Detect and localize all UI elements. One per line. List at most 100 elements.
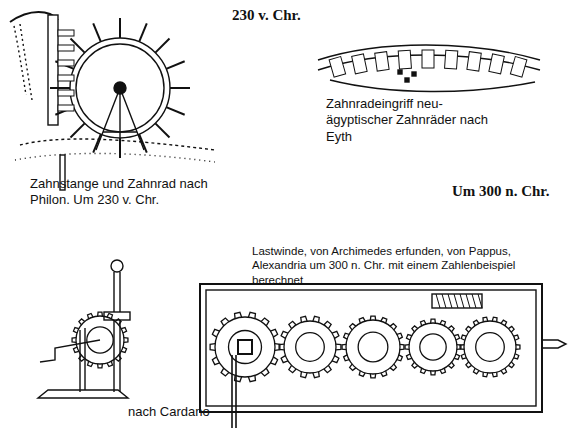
gear-tooth — [121, 347, 126, 352]
gear-tooth — [406, 354, 411, 359]
gear-tooth — [324, 321, 331, 328]
gear-tooth — [313, 316, 319, 322]
gear-tooth — [210, 344, 215, 351]
gear-tooth — [412, 362, 418, 368]
wheel-paddle — [166, 61, 184, 69]
rack-tooth — [58, 45, 74, 51]
worm-thread — [472, 294, 476, 308]
gear-tooth — [313, 372, 319, 378]
gear-tooth — [448, 362, 454, 368]
figure-caption: Zahnstange und Zahnrad nach Philon. Um 2… — [30, 176, 220, 209]
winch-gear — [279, 316, 341, 377]
wheel-paddle — [166, 107, 184, 115]
gear-tooth — [454, 354, 459, 359]
gear-tooth — [421, 320, 426, 325]
cardano-winch — [38, 260, 130, 398]
gear-tooth — [445, 50, 458, 69]
gear-tooth — [350, 324, 356, 330]
gear-tooth — [352, 54, 367, 74]
gear-tooth — [359, 371, 365, 377]
gear-tooth — [431, 319, 436, 323]
gear-tooth — [332, 356, 339, 363]
figure-caption: nach Cardano — [128, 404, 210, 420]
gear-tooth — [483, 372, 488, 377]
gear-tooth — [405, 345, 409, 350]
winch-gear — [460, 317, 520, 377]
rack-tooth — [58, 105, 74, 111]
gear-tooth — [281, 356, 288, 363]
gear-tooth — [381, 371, 387, 377]
gear-tooth — [281, 331, 288, 338]
gear-hub — [420, 334, 446, 360]
gear-tooth — [324, 365, 331, 372]
gear-tooth — [508, 326, 514, 332]
gear-tooth — [344, 333, 350, 339]
gear-tooth — [421, 368, 426, 373]
gear-tooth — [461, 354, 466, 359]
gear-tooth — [248, 312, 255, 318]
gear-tooth — [261, 368, 269, 376]
winch-gear — [405, 319, 461, 375]
water-wheel — [10, 12, 215, 190]
gear-hub — [358, 332, 388, 362]
gear-tooth — [235, 312, 242, 318]
gear-tooth — [88, 361, 93, 366]
gear-tooth — [332, 331, 339, 338]
worm-thread — [442, 294, 446, 308]
gear-hub — [87, 327, 113, 353]
gear-tooth — [370, 374, 375, 378]
gear-tooth — [492, 317, 497, 322]
gear-tooth — [514, 335, 519, 340]
gear-tooth — [107, 361, 112, 366]
worm-thread — [466, 294, 470, 308]
gear-hub — [476, 333, 505, 362]
gear-tooth — [454, 335, 459, 340]
gear-tooth — [466, 326, 472, 332]
gear-rim — [284, 321, 336, 373]
gear-tooth — [261, 318, 269, 326]
gear-tooth — [370, 316, 375, 320]
wheel-paddle — [155, 123, 169, 137]
gear-tooth — [466, 362, 472, 368]
gear-tooth — [329, 57, 345, 78]
winch-housing — [200, 284, 566, 428]
wheel-paddle — [71, 123, 85, 137]
gear-tooth — [508, 362, 514, 368]
gear-tooth — [98, 364, 103, 368]
gear-tooth — [344, 355, 350, 361]
gear-tooth — [492, 372, 497, 377]
gear-tooth — [467, 52, 481, 71]
gear-tooth — [212, 329, 219, 337]
winch-gear — [210, 312, 280, 381]
gear-tooth — [375, 52, 389, 71]
gear-tooth — [397, 355, 403, 361]
gear-tooth — [501, 368, 507, 374]
gear-tooth — [381, 318, 387, 324]
wheel-paddle — [119, 138, 121, 158]
gear-tooth — [390, 324, 396, 330]
gear-rim — [464, 321, 516, 373]
rack-tooth — [58, 30, 74, 36]
gear-hub — [296, 333, 325, 362]
gear-tooth — [422, 50, 434, 68]
winch-gear — [342, 316, 404, 378]
gear-tooth — [98, 312, 103, 316]
gear-tooth — [473, 368, 479, 374]
wheel-paddle — [50, 87, 70, 89]
gear-tooth — [88, 313, 93, 318]
gear-tooth — [115, 355, 121, 361]
figure-caption: Zahnradeingriff neu- ägyptischer Zahnräd… — [326, 96, 496, 145]
wheel-paddle — [155, 39, 169, 53]
gear-tooth — [79, 355, 85, 361]
gear-tooth — [342, 344, 346, 349]
rack-tooth — [58, 75, 74, 81]
gear-tooth — [350, 364, 356, 370]
wheel-paddle — [93, 134, 101, 152]
wheel-paddle — [139, 134, 147, 152]
gear-tooth — [516, 345, 520, 350]
gear-tooth — [400, 344, 404, 349]
cardano-gear — [72, 312, 128, 368]
gear-tooth — [398, 50, 411, 69]
gear-tooth — [440, 368, 445, 373]
